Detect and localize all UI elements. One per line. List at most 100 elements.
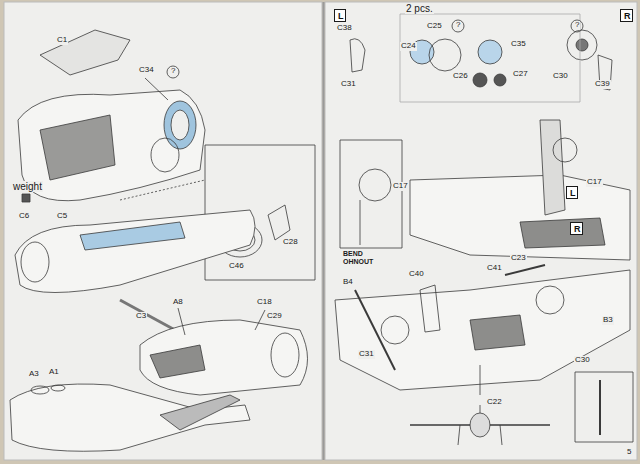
side-marker-box: L [566, 186, 578, 199]
callout-number: C27 [512, 70, 529, 79]
right-page [325, 2, 637, 460]
wing [410, 175, 630, 260]
main-wheel [381, 316, 409, 344]
nose-section [140, 320, 308, 395]
callout-number: C17 [392, 182, 409, 191]
callout-number: B4 [342, 278, 354, 287]
main-wheel [536, 286, 564, 314]
gear-leg [355, 290, 395, 370]
hub [473, 73, 487, 87]
callout-number: A1 [48, 368, 60, 377]
callout-number: C26 [452, 72, 469, 81]
rear-fuselage [10, 384, 250, 451]
callout-number: ? [455, 21, 461, 30]
wheel-half [478, 40, 502, 64]
callout-number: weight [12, 181, 43, 192]
callout-number: C30 [552, 72, 569, 81]
callout-number: C30 [574, 356, 591, 365]
callout-number: C31 [358, 350, 375, 359]
fitting-part [51, 385, 65, 391]
leader-line [178, 308, 185, 335]
intake-ring-inner [171, 110, 189, 140]
cockpit-floor [40, 115, 115, 180]
wheel [567, 30, 597, 60]
front-view-fuselage [470, 413, 490, 437]
callout-number: C40 [408, 270, 425, 279]
front-view-gear [458, 425, 460, 445]
leader-line [255, 310, 265, 330]
side-marker-box: R [570, 222, 583, 235]
callout-number: C38 [336, 24, 353, 33]
callout-number: C46 [228, 262, 245, 271]
callout-number: C34 [138, 66, 155, 75]
callout-number: A8 [172, 298, 184, 307]
fitting-part [31, 386, 49, 394]
wing-panel [540, 120, 565, 215]
nose-ring [271, 333, 299, 377]
fuselage-highlight [80, 222, 185, 250]
intake-part [151, 138, 179, 172]
intake-ring [164, 101, 196, 149]
side-letter: L [570, 189, 574, 198]
callout-number: C5 [56, 212, 68, 221]
bracket-part [268, 205, 290, 240]
callout-number: B3 [602, 316, 614, 325]
callout-number: 2 pcs. [405, 3, 434, 14]
side-marker-box: R [620, 9, 633, 22]
question-circle [452, 20, 464, 32]
front-view-fin [480, 405, 481, 413]
callout-number: C18 [256, 298, 273, 307]
side-letter: L [338, 12, 342, 21]
page-number: 5 [626, 448, 632, 457]
callout-number: ? [170, 67, 176, 76]
callout-number: C25 [426, 22, 443, 31]
leader-line [480, 365, 481, 395]
gear-strut [360, 200, 361, 245]
note-text: BEND OHNOUT [342, 250, 384, 265]
callout-number: C3 [135, 312, 147, 321]
callout-number: C41 [486, 264, 503, 273]
side-letter: R [574, 225, 579, 234]
leader-line [145, 78, 168, 100]
gear-bay [150, 345, 205, 378]
front-view-gear [500, 425, 502, 445]
hub [494, 74, 506, 86]
wheel-well [520, 218, 605, 248]
gear-door [420, 285, 440, 332]
callout-number: A3 [28, 370, 40, 379]
callout-number: C35 [510, 40, 527, 49]
callout-number: C28 [282, 238, 299, 247]
weight-symbol [22, 194, 30, 202]
gun-barrel [120, 300, 175, 330]
wheel-half [429, 39, 461, 71]
wheel-hub [576, 39, 588, 51]
main-wheel [553, 138, 577, 162]
callout-number: C22 [486, 398, 503, 407]
wheel-detail [359, 169, 391, 201]
tailplane [160, 395, 240, 430]
wheel-well [470, 315, 525, 350]
nose-intake [21, 242, 49, 282]
question-circle [167, 66, 179, 78]
side-letter: R [624, 12, 629, 21]
callout-number: C24 [400, 42, 417, 51]
left-page [4, 2, 322, 460]
canopy-part [40, 30, 130, 75]
callout-number: C29 [266, 312, 283, 321]
callout-number: C23 [510, 254, 527, 263]
inset-leader [120, 180, 205, 200]
question-circle [571, 20, 583, 32]
cannon [505, 265, 545, 275]
gear-leg [350, 39, 365, 72]
fuselage-assembly [15, 210, 255, 293]
wheel-group-frame [400, 14, 580, 102]
callout-number: C39 [594, 80, 611, 89]
gear-strut [599, 380, 601, 435]
page-fold [323, 2, 325, 460]
fuselage-half [18, 90, 205, 201]
side-marker-box: L [334, 9, 346, 22]
callout-number: C31 [340, 80, 357, 89]
detail-inset [575, 372, 633, 442]
